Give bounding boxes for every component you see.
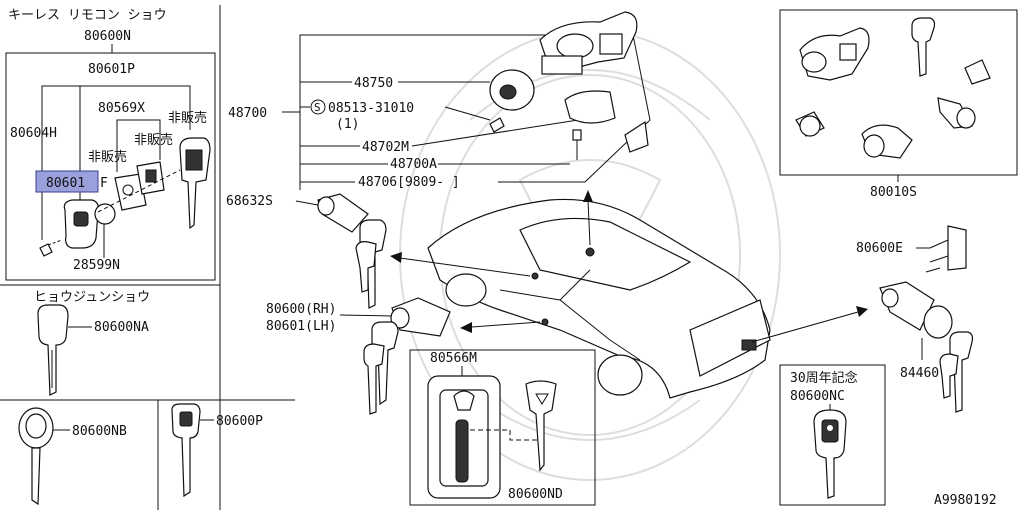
label-80566m: 80566M xyxy=(430,351,477,366)
key-80600na xyxy=(37,304,69,396)
label-not-for-sale: 非販売 xyxy=(88,149,127,165)
key-blank-80566m xyxy=(427,375,501,499)
anniv-header: 30周年記念 xyxy=(790,370,858,386)
label-80600nc: 80600NC xyxy=(790,389,845,404)
door-lock-80600 xyxy=(363,297,451,415)
label-80600n: 80600N xyxy=(84,29,131,44)
label-08513: 08513-31010 xyxy=(328,101,414,116)
label-48750: 48750 xyxy=(354,76,393,91)
label-48700: 48700 xyxy=(228,106,267,121)
label-80601p: 80601P xyxy=(88,62,135,77)
label-80600na: 80600NA xyxy=(94,320,149,335)
label-not-for-sale: 非販売 xyxy=(168,110,207,126)
label-80600e: 80600E xyxy=(856,241,903,256)
label-80600rh: 80600(RH) xyxy=(266,302,336,317)
key-80600nc xyxy=(813,409,847,499)
ignition-assembly xyxy=(489,11,649,160)
key-80600nd xyxy=(525,380,557,472)
door-lock-84460 xyxy=(879,281,974,413)
label-48700a: 48700A xyxy=(390,157,437,172)
label-80600nb: 80600NB xyxy=(72,424,127,439)
label-80601lh: 80601(LH) xyxy=(266,319,336,334)
hyojun-header: ヒョウジュンショウ xyxy=(34,290,150,305)
remote-key-parts xyxy=(39,137,211,257)
lock-rod-80600e xyxy=(925,225,967,273)
diagram-id: A9980192 xyxy=(934,493,997,508)
label-84460: 84460 xyxy=(900,366,939,381)
highlight-box xyxy=(35,170,99,193)
key-80600nb xyxy=(18,407,54,506)
label-not-for-sale: 非販売 xyxy=(134,132,173,148)
section-frames xyxy=(0,5,1018,510)
label-80604h: 80604H xyxy=(10,126,57,141)
label-08513-qty: (1) xyxy=(336,117,359,132)
trunk-lock-68632s xyxy=(317,193,387,309)
label-48706: 48706[9809- ] xyxy=(358,175,460,190)
pointer-arrows xyxy=(390,190,868,343)
label-68632s: 68632S xyxy=(226,194,273,209)
label-80010s: 80010S xyxy=(870,185,917,200)
label-48702m: 48702M xyxy=(362,140,409,155)
car-illustration xyxy=(427,198,771,399)
label-80569x: 80569X xyxy=(98,101,145,116)
lock-set-80010s xyxy=(795,17,991,159)
keyless-header: キーレス リモコン ショウ xyxy=(8,8,167,23)
label-80601f[interactable]: 80601 xyxy=(46,176,85,191)
label-80601f-suffix: F xyxy=(100,176,108,191)
label-28599n: 28599N xyxy=(73,258,120,273)
label-80600nd: 80600ND xyxy=(508,487,563,502)
key-80600p xyxy=(171,403,201,498)
s-mark: S xyxy=(314,101,321,114)
label-80600p: 80600P xyxy=(216,414,263,429)
